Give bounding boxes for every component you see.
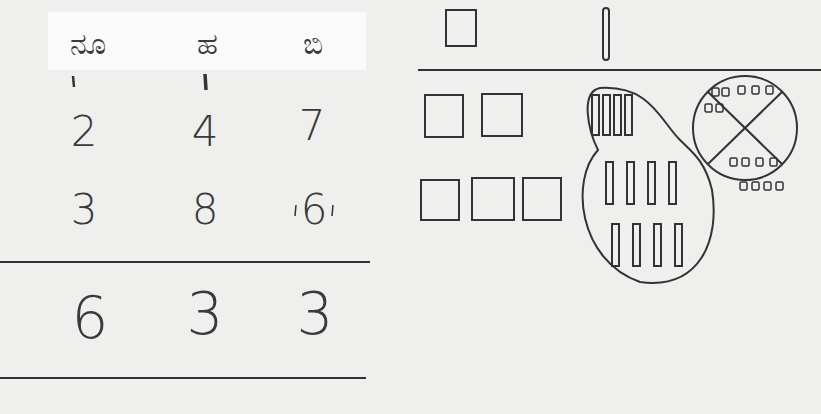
digit: 2 bbox=[71, 111, 98, 153]
ten-stick bbox=[654, 224, 661, 266]
hundred-square bbox=[421, 180, 459, 220]
column-header: ಬಿ bbox=[303, 29, 323, 59]
one-cube bbox=[738, 86, 745, 94]
ten-stick bbox=[606, 162, 613, 204]
digit: 6 bbox=[72, 289, 109, 347]
hundred-square bbox=[446, 10, 476, 46]
cross-mark bbox=[332, 205, 333, 216]
one-cube bbox=[752, 182, 759, 190]
ten-stick bbox=[612, 224, 619, 266]
one-cube bbox=[764, 182, 771, 190]
digit: 6 bbox=[301, 189, 328, 231]
ten-stick bbox=[625, 95, 632, 135]
one-cube bbox=[705, 104, 712, 112]
digit: 7 bbox=[299, 105, 326, 147]
one-cube bbox=[716, 104, 723, 112]
ten-stick bbox=[603, 8, 609, 60]
sum-line bbox=[0, 261, 370, 263]
header-band bbox=[48, 12, 366, 70]
ten-stick bbox=[675, 224, 682, 266]
carry-mark bbox=[205, 74, 206, 90]
one-cube bbox=[752, 86, 759, 94]
one-cube bbox=[742, 158, 749, 166]
one-cube bbox=[712, 88, 719, 96]
cross-mark bbox=[295, 205, 296, 216]
column-header: ಹ bbox=[197, 29, 218, 59]
hundred-square bbox=[523, 178, 561, 220]
group-circle bbox=[693, 76, 797, 180]
one-cube bbox=[766, 86, 773, 94]
ten-stick bbox=[614, 95, 621, 135]
digit: 8 bbox=[192, 189, 219, 231]
ten-stick bbox=[603, 95, 610, 135]
one-cube bbox=[730, 158, 737, 166]
carry-line bbox=[418, 69, 821, 71]
digit: 4 bbox=[192, 111, 219, 153]
hundred-square bbox=[482, 94, 522, 136]
digit: 3 bbox=[187, 285, 224, 343]
one-cube bbox=[756, 158, 763, 166]
one-cube bbox=[722, 88, 729, 96]
ten-stick bbox=[669, 162, 676, 204]
one-cube bbox=[740, 182, 747, 190]
ten-stick bbox=[648, 162, 655, 204]
carry-mark bbox=[73, 76, 74, 87]
circle-divider bbox=[708, 92, 782, 164]
ten-stick bbox=[633, 224, 640, 266]
one-cube bbox=[770, 158, 777, 166]
circle-divider bbox=[708, 92, 782, 164]
digit: 3 bbox=[71, 189, 98, 231]
ten-stick bbox=[592, 95, 599, 135]
ten-stick bbox=[627, 162, 634, 204]
one-cube bbox=[776, 182, 783, 190]
hundred-square bbox=[425, 95, 463, 137]
digit: 3 bbox=[297, 285, 334, 343]
hundred-square bbox=[472, 178, 514, 220]
result-line bbox=[0, 377, 366, 379]
column-header: ನೂ bbox=[70, 29, 106, 59]
